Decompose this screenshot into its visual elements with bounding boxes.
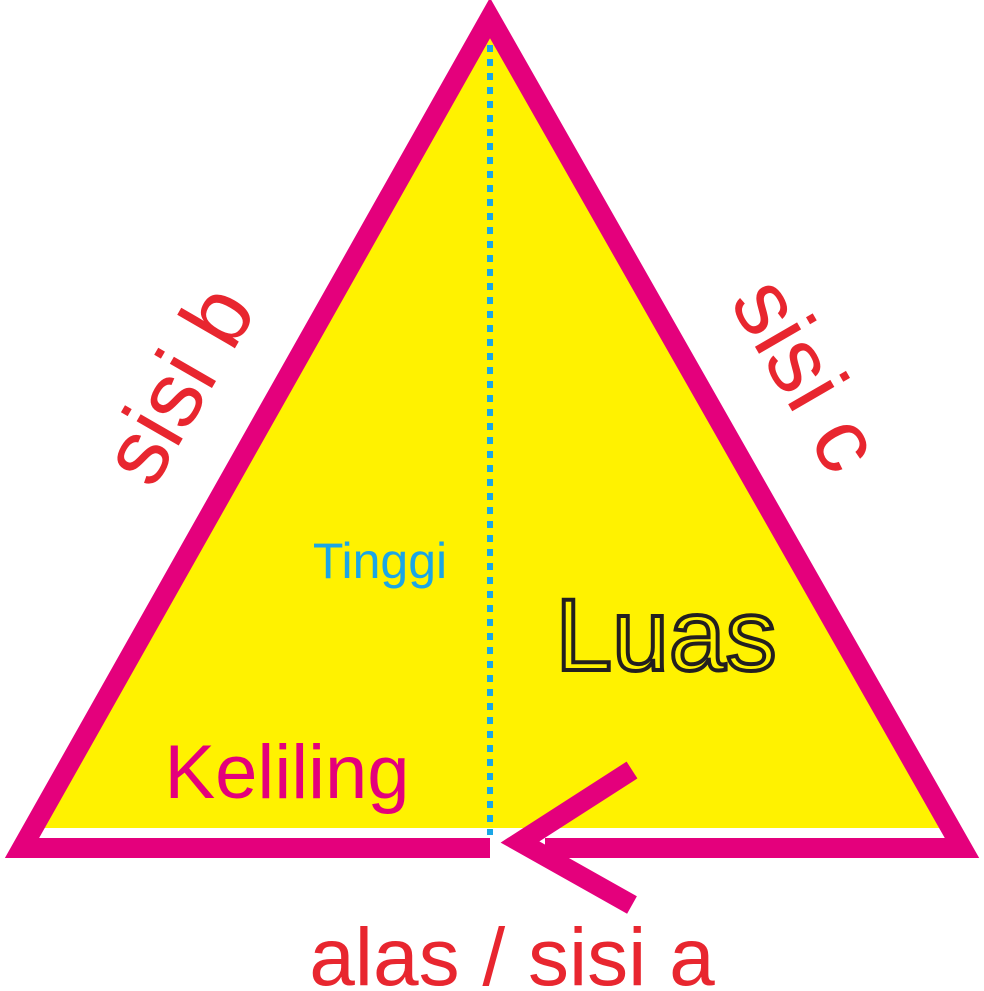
area-label: Luas — [555, 578, 776, 692]
height-label: Tinggi — [313, 533, 447, 589]
base-label: alas / sisi a — [309, 912, 715, 991]
triangle-outline — [4, 0, 980, 858]
base-arrow-icon — [500, 761, 638, 914]
perimeter-label: Keliling — [164, 730, 409, 815]
